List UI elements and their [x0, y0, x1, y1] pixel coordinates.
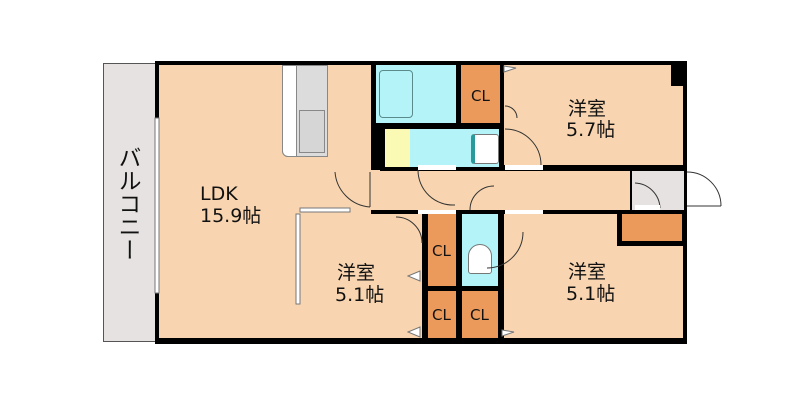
- hallway: [372, 171, 630, 210]
- closet-label: CL: [471, 87, 490, 105]
- ldk-size: 15.9帖: [200, 205, 262, 227]
- room-bedroom-north: [504, 65, 671, 165]
- bedroom-center-name: 洋室: [337, 262, 376, 284]
- washbasin: [385, 129, 410, 167]
- room-bedroom-center: [300, 214, 422, 338]
- room-bedroom-north-ext: [671, 86, 683, 165]
- washing-machine-icon: [471, 134, 499, 164]
- closet-north: CL: [461, 65, 500, 123]
- bedroom-north-size: 5.7帖: [566, 119, 616, 141]
- closet-label: CL: [432, 242, 451, 260]
- bedroom-north-name: 洋室: [568, 98, 607, 120]
- closet-center-upper: CL: [428, 214, 456, 286]
- kitchen-counter-front: [282, 65, 297, 157]
- kitchen-sink: [299, 110, 325, 153]
- bathtub-icon: [379, 70, 413, 118]
- balcony: バルコニー: [103, 63, 156, 342]
- closet-label: CL: [470, 306, 489, 324]
- bedroom-center-size: 5.1帖: [335, 284, 385, 306]
- closet-center-lower-right: CL: [462, 291, 498, 338]
- balcony-label: バルコニー: [114, 146, 140, 261]
- bathroom: [376, 65, 456, 123]
- toilet-icon: [468, 244, 492, 274]
- bedroom-south-name: 洋室: [568, 261, 607, 283]
- closet-south: [622, 214, 682, 241]
- closet-label: CL: [432, 306, 451, 324]
- pillar: [671, 65, 683, 86]
- closet-center-lower-left: CL: [428, 291, 456, 338]
- ldk-name: LDK: [200, 183, 238, 205]
- bedroom-south-size: 5.1帖: [566, 283, 616, 305]
- room-ldk-ext: [300, 170, 380, 210]
- entrance: [632, 171, 684, 210]
